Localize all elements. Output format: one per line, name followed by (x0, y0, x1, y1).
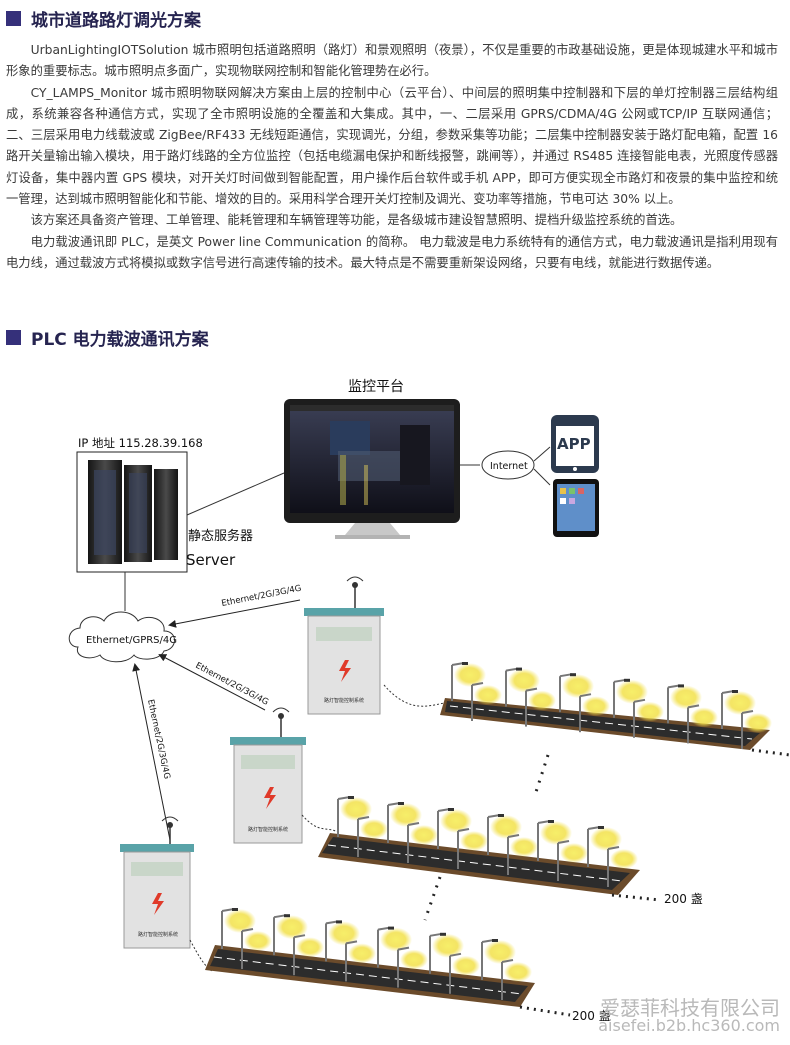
cabinet-caption: 路灯智能控制系统 (138, 931, 178, 938)
road-2 (318, 833, 640, 895)
server-en-label: Server (186, 551, 236, 569)
streetlight (293, 934, 324, 976)
internet-cloud-icon (481, 450, 535, 480)
streetlight (557, 840, 588, 881)
lamp-count-label-2: 200 盏 (572, 1008, 611, 1023)
internet-label: Internet (490, 461, 528, 472)
link-label-2: Ethernet/2G/3G/4G (194, 661, 270, 708)
paragraph: UrbanLightingIOTSolution 城市照明包括道路照明（路灯）和… (6, 43, 778, 79)
app-label: APP (557, 435, 591, 453)
streetlights (221, 662, 772, 1000)
streetlight (507, 834, 538, 875)
streetlight (457, 828, 488, 869)
streetlight (221, 908, 256, 949)
streetlight (607, 846, 638, 887)
streetlight (325, 920, 360, 962)
streetlight (537, 820, 572, 861)
streetlight (273, 914, 308, 956)
streetlight (387, 802, 422, 843)
streetlight (587, 826, 622, 867)
streetlight (505, 667, 540, 707)
streetlight (501, 959, 532, 1000)
road-3 (205, 945, 535, 1007)
streetlight (407, 822, 438, 863)
streetlight (633, 698, 664, 738)
streetlight (741, 710, 772, 749)
network-cloud-icon (68, 611, 175, 663)
server-icon (76, 451, 188, 573)
monitor-platform (284, 399, 460, 539)
link-label-1: Ethernet/2G/3G/4G (221, 584, 303, 609)
plc-network-diagram: 监控平台 IP 地址 115.28.39.168 静态服务器 Server In… (0, 355, 790, 1041)
streetlight (559, 673, 594, 713)
streetlight (337, 796, 372, 837)
paragraph: CY_LAMPS_Monitor 城市照明物联网解决方案由上层的控制中心（云平台… (6, 85, 778, 207)
section-title-text: PLC 电力载波通讯方案 (31, 330, 209, 350)
app-phone-icon: APP (551, 415, 599, 473)
watermark-company: 爱瑟菲科技有限公司 (600, 996, 780, 1020)
streetlight (487, 814, 522, 855)
diagram-svg: 监控平台 IP 地址 115.28.39.168 静态服务器 Server In… (68, 379, 790, 1023)
section-title-plc: PLC 电力载波通讯方案 (6, 325, 209, 350)
streetlight (241, 928, 272, 969)
ip-label: IP 地址 115.28.39.168 (78, 436, 203, 450)
streetlight (471, 682, 502, 721)
control-cabinet-2: 路灯智能控制系统 (230, 707, 306, 844)
monitor-label: 监控平台 (348, 379, 404, 395)
cloud-label: Ethernet/GPRS/4G (86, 635, 177, 646)
streetlight (397, 946, 428, 988)
intro-paragraphs: UrbanLightingIOTSolution 城市照明包括道路照明（路灯）和… (6, 40, 778, 274)
streetlight (687, 704, 718, 744)
section-title-text: 城市道路路灯调光方案 (31, 11, 201, 31)
streetlight (579, 693, 610, 733)
streetlight (345, 940, 376, 982)
streetlight (721, 690, 756, 729)
link-label-3: Ethernet/2G/3G/4G (145, 699, 172, 781)
streetlight (451, 662, 486, 701)
paragraph: 该方案还具备资产管理、工单管理、能耗管理和车辆管理等功能，是各级城市建设智慧照明… (30, 213, 683, 228)
cabinet-caption: 路灯智能控制系统 (248, 826, 288, 833)
section-title-lighting: 城市道路路灯调光方案 (6, 6, 201, 31)
streetlight (667, 684, 702, 724)
streetlight (437, 808, 472, 849)
control-cabinet-3: 路灯智能控制系统 (120, 816, 194, 949)
streetlight (377, 926, 412, 968)
server-monitor-link (186, 472, 285, 516)
lamp-count-label-1: 200 盏 (664, 891, 703, 906)
control-cabinet-1: 路灯智能控制系统 (304, 576, 384, 715)
server-cn-label: 静态服务器 (188, 528, 253, 544)
streetlight (613, 678, 648, 718)
streetlight (429, 932, 464, 974)
streetlight (449, 952, 480, 994)
cabinet-caption: 路灯智能控制系统 (324, 697, 364, 704)
paragraph: 电力载波通讯即 PLC，是英文 Power line Communication… (6, 234, 778, 270)
streetlight (357, 816, 388, 857)
watermark-site: aisefei.b2b.hc360.com (598, 1016, 780, 1035)
title-square-icon (6, 330, 21, 345)
streetlight (481, 939, 516, 980)
tablet-icon (553, 479, 599, 537)
title-square-icon (6, 11, 21, 26)
streetlight (525, 687, 556, 727)
